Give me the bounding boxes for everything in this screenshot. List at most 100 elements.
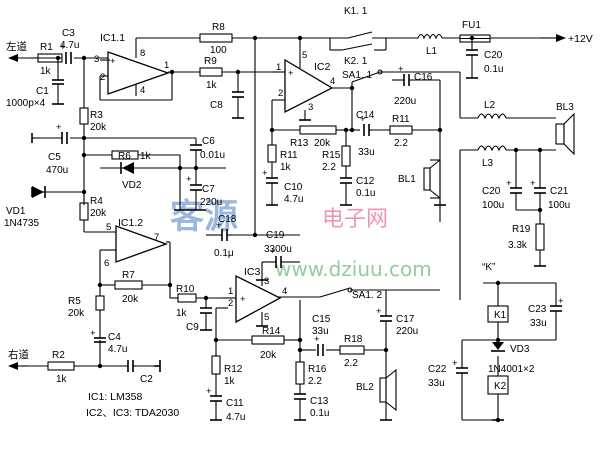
labels: 左道 右道 IC1.1 IC1.2 IC2 IC3 3 2 8 4 1 5 6 … — [4, 6, 593, 423]
label-left-channel: 左道 — [6, 40, 27, 53]
label-r15: R15 — [322, 150, 341, 161]
label-vd2: VD2 — [122, 180, 142, 191]
label-c6: C6 — [202, 136, 215, 147]
label-c22-value: 33u — [428, 378, 445, 389]
pin-label: 3 — [264, 276, 269, 287]
label-r8-value: 100 — [210, 45, 227, 56]
relays — [487, 305, 509, 395]
label-k1-1: K1. 1 — [344, 6, 368, 17]
right-input-arrow-icon — [8, 362, 18, 370]
resistor-r14 — [251, 335, 285, 345]
label-c11-value: 4.7u — [226, 412, 245, 423]
diodes — [32, 162, 505, 352]
label-c14: C14 — [356, 110, 375, 121]
label-r11: R11 — [280, 150, 298, 161]
svg-text:+: + — [398, 64, 404, 75]
label-ic1-1: IC1.1 — [100, 32, 125, 44]
label-r6: R6 — [118, 151, 131, 162]
watermark-text-3: www.dziuu.com — [275, 257, 432, 281]
label-vd1-value: 1N4735 — [4, 218, 39, 229]
diode-vd3a-icon — [492, 342, 504, 350]
label-ic2: IC2 — [314, 61, 331, 73]
label-k2-1: K2. 1 — [344, 56, 368, 67]
svg-text:+: + — [270, 246, 276, 257]
label-r13-value: 20k — [314, 138, 331, 149]
label-supply: +12V — [568, 33, 593, 45]
svg-text:+: + — [558, 296, 564, 307]
label-c14-value: 33u — [358, 147, 375, 158]
label-c19: C19 — [266, 230, 285, 241]
label-right-channel: 右道 — [8, 348, 29, 361]
resistor-r16 — [295, 361, 305, 385]
resistor-r15 — [341, 145, 351, 167]
label-c15-value: 33u — [312, 326, 329, 337]
label-r15-value: 2.2 — [322, 162, 336, 173]
label-c5-value: 470u — [46, 165, 68, 176]
resistor-r6 — [111, 150, 139, 160]
resistor-r4 — [79, 202, 89, 221]
svg-text:+: + — [60, 42, 66, 53]
pin-label: 8 — [140, 48, 145, 59]
junctions — [55, 35, 543, 423]
label-l3: L3 — [482, 158, 494, 169]
relay-coil-k1 — [487, 305, 509, 323]
speaker-bl3-icon — [555, 123, 565, 145]
input-arrows — [8, 34, 566, 370]
label-r10: R10 — [176, 284, 195, 295]
svg-text:+: + — [110, 56, 116, 67]
label-k2: K2 — [494, 381, 507, 392]
label-r13: R13 — [290, 138, 309, 149]
label-r2-value: 1k — [56, 374, 68, 385]
svg-text:+: + — [56, 122, 62, 133]
label-r4: R4 — [90, 196, 103, 207]
label-r5: R5 — [68, 296, 81, 307]
label-c1-value: 1000p×4 — [6, 98, 46, 109]
label-r10-value: 1k — [176, 308, 188, 319]
label-c15: C15 — [312, 314, 331, 325]
resistor-r2 — [47, 361, 75, 371]
svg-text:+: + — [240, 294, 246, 305]
label-r16: R16 — [308, 364, 327, 375]
svg-text:+: + — [186, 174, 192, 185]
relay-coil-k2 — [487, 375, 509, 395]
switches — [319, 31, 383, 298]
label-c17: C17 — [396, 314, 415, 325]
pin-label: 6 — [104, 258, 109, 269]
pin-label: 5 — [264, 312, 269, 323]
label-c20-top-value: 0.1u — [484, 64, 503, 75]
inductor-l2 — [477, 113, 507, 120]
label-vd3-value: 1N4001×2 — [488, 364, 535, 375]
svg-text:+: + — [90, 328, 96, 339]
svg-text:+: + — [376, 306, 382, 317]
svg-text:+: + — [288, 68, 294, 79]
label-c13: C13 — [310, 396, 329, 407]
speakers — [379, 112, 575, 412]
label-c11: C11 — [226, 398, 244, 409]
label-r1-value: 1k — [40, 66, 52, 77]
svg-text:+: + — [530, 178, 536, 189]
capacitors — [52, 49, 562, 410]
pin-label: 1 — [164, 60, 169, 71]
opamp-ic2 — [284, 58, 334, 114]
resistor-r12 — [211, 355, 221, 375]
pin-label: 2 — [278, 88, 283, 99]
watermark: 客源 电子网 www.dziuu.com — [170, 197, 432, 281]
label-l1: L1 — [426, 46, 438, 57]
label-ic1-2: IC1.2 — [118, 217, 143, 229]
label-vd3: VD3 — [510, 344, 530, 355]
label-c4: C4 — [108, 332, 121, 343]
resistor-r10 — [177, 293, 197, 303]
label-sa1-1: SA1. 1 — [342, 70, 372, 81]
resistor-r9 — [199, 67, 223, 77]
diode-vd2-icon — [122, 162, 134, 174]
label-r11b: R11 — [392, 114, 410, 125]
label-k1: K1 — [494, 310, 507, 321]
legend-ic2-ic3: IC2、IC3: TDA2030 — [86, 407, 179, 419]
label-r8: R8 — [212, 22, 225, 33]
switch-sa1-2-icon — [319, 287, 351, 298]
pin-label: 4 — [330, 76, 335, 87]
label-l2: L2 — [484, 100, 496, 111]
speaker-bl1-icon — [423, 167, 431, 191]
label-c18-value: 0.1μ — [214, 248, 234, 259]
